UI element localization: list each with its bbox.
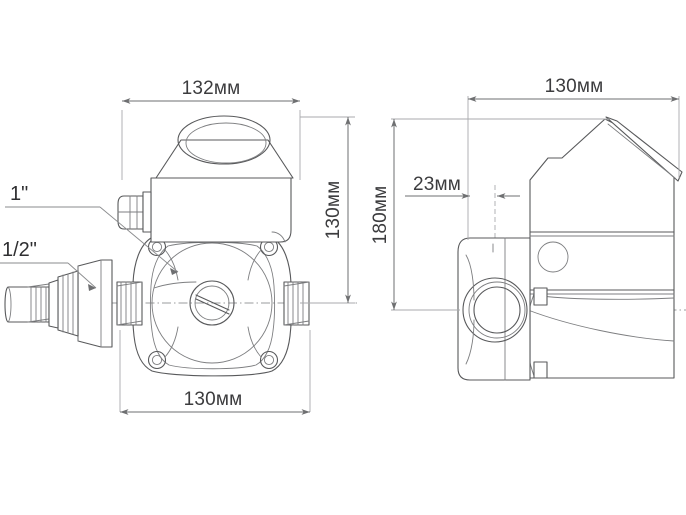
union-hex-nut [77, 259, 113, 348]
side-motor-barrel [529, 289, 675, 379]
port-right-threaded [283, 281, 310, 326]
bolt-lug-top-right [247, 249, 262, 281]
side-terminal-lid [605, 116, 683, 182]
callout-leader-halfinch [67, 262, 97, 289]
callout-inlet-1inch: 1" [5, 183, 179, 275]
pipe-fitting-assembly [4, 259, 113, 348]
callout-label-halfinch: 1/2" [2, 239, 37, 261]
callout-outlet-halfinch: 1/2" [0, 239, 97, 291]
dimension-side-top-130: 130мм [467, 76, 680, 240]
dimension-label-front-top: 132мм [182, 78, 241, 99]
port-left-threaded [116, 281, 143, 326]
terminal-box-top-ellipse [177, 115, 271, 165]
side-housing-port-circle [537, 241, 569, 273]
cable-gland-front [117, 191, 152, 233]
center-bleed-screw [189, 280, 235, 326]
side-barrel-line-upper [540, 295, 675, 300]
dimension-label-side-top: 130мм [545, 76, 604, 97]
side-pump-body-outline [457, 237, 531, 381]
dimension-label-front-bottom: 130мм [184, 389, 243, 410]
bolt-lug-top-left [164, 249, 179, 281]
dimension-label-side-offset: 23мм [413, 174, 461, 195]
terminal-box-corner-fillet [271, 231, 286, 243]
side-barrel-line-lower [527, 309, 675, 342]
mounting-bolt-bottom-left [147, 350, 167, 370]
side-tab-upper [533, 287, 548, 306]
bolt-lug-bottom-left [164, 326, 179, 358]
dimension-side-offset-23: 23мм [405, 174, 520, 199]
callout-label-1inch: 1" [10, 183, 28, 205]
side-port-blend-bottom [465, 319, 475, 365]
dimension-side-left-180: 180мм [370, 118, 610, 311]
side-pump-body [457, 237, 531, 381]
side-housing-body [529, 231, 675, 291]
flange-arc-left [153, 281, 197, 289]
side-tab-lower [533, 361, 548, 379]
dimension-label-front-right: 130мм [323, 181, 344, 240]
side-view-group: 130мм 180мм 23мм [370, 76, 686, 381]
side-motor-housing [526, 116, 683, 379]
front-view-group: 1" 1/2" 132мм 130мм 130мм [0, 78, 360, 415]
nipple-collar [48, 279, 59, 329]
side-terminal-cap [529, 118, 675, 233]
terminal-box-top-ellipse-inner [185, 122, 267, 164]
dimension-label-side-left: 180мм [370, 186, 391, 245]
motor-flange-circle [151, 242, 273, 364]
dimension-front-top-132: 132мм [121, 78, 301, 180]
bolt-lug-bottom-right [247, 326, 262, 358]
dimension-front-bottom-130: 130мм [119, 330, 311, 415]
mounting-bolt-bottom-right [259, 350, 279, 370]
side-port-blend-top [465, 254, 475, 301]
terminal-box-body [150, 177, 292, 243]
dimension-front-right-130: 130мм [300, 116, 355, 304]
side-suction-port [462, 277, 528, 343]
nipple-threaded-left [4, 283, 50, 323]
callout-leader-1inch [99, 206, 179, 273]
terminal-box-cap [155, 139, 294, 179]
terminal-box-front [150, 115, 294, 243]
